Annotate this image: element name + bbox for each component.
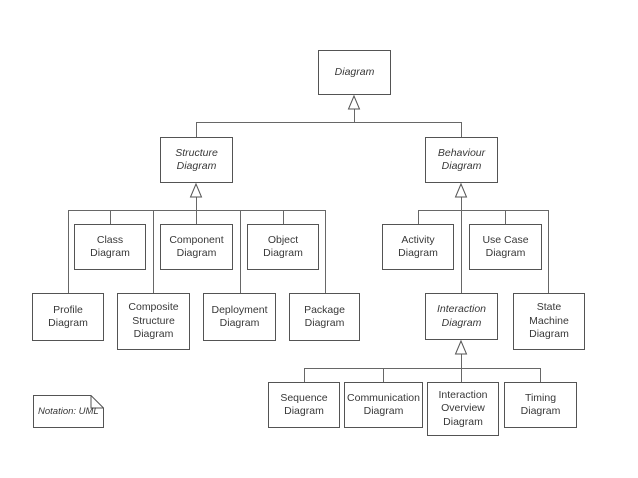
connector-line bbox=[461, 122, 462, 137]
notation-note[interactable]: Notation: UML bbox=[33, 395, 104, 428]
connector-line bbox=[283, 210, 284, 224]
connector-line bbox=[354, 109, 355, 122]
generalization-arrow-icon bbox=[189, 182, 203, 198]
connector-line bbox=[325, 210, 326, 293]
connector-line bbox=[461, 354, 462, 368]
connector-line bbox=[153, 210, 154, 293]
connector-line bbox=[110, 210, 111, 224]
node-interaction-overview-diagram[interactable]: Interaction Overview Diagram bbox=[427, 382, 499, 436]
connector-line bbox=[461, 210, 462, 293]
node-structure-diagram[interactable]: Structure Diagram bbox=[160, 137, 233, 183]
node-component-diagram[interactable]: Component Diagram bbox=[160, 224, 233, 270]
node-communication-diagram[interactable]: Communication Diagram bbox=[344, 382, 423, 428]
connector-line bbox=[196, 210, 197, 224]
node-deployment-diagram[interactable]: Deployment Diagram bbox=[203, 293, 276, 341]
node-timing-diagram[interactable]: Timing Diagram bbox=[504, 382, 577, 428]
connector-line bbox=[240, 210, 241, 293]
node-behaviour-diagram[interactable]: Behaviour Diagram bbox=[425, 137, 498, 183]
connector-line bbox=[383, 368, 384, 382]
node-use-case-diagram[interactable]: Use Case Diagram bbox=[469, 224, 542, 270]
node-state-machine-diagram[interactable]: State Machine Diagram bbox=[513, 293, 585, 350]
connector-line bbox=[418, 210, 419, 224]
node-object-diagram[interactable]: Object Diagram bbox=[247, 224, 319, 270]
connector-line bbox=[304, 368, 541, 369]
connector-line bbox=[461, 197, 462, 210]
connector-line bbox=[505, 210, 506, 224]
connector-line bbox=[68, 210, 69, 293]
node-composite-structure-diagram[interactable]: Composite Structure Diagram bbox=[117, 293, 190, 350]
node-interaction-diagram[interactable]: Interaction Diagram bbox=[425, 293, 498, 340]
note-fold-icon bbox=[33, 395, 104, 428]
connector-line bbox=[68, 210, 326, 211]
node-package-diagram[interactable]: Package Diagram bbox=[289, 293, 360, 341]
connector-line bbox=[196, 122, 462, 123]
node-class-diagram[interactable]: Class Diagram bbox=[74, 224, 146, 270]
node-diagram[interactable]: Diagram bbox=[318, 50, 391, 95]
node-sequence-diagram[interactable]: Sequence Diagram bbox=[268, 382, 340, 428]
connector-line bbox=[548, 210, 549, 293]
connector-line bbox=[304, 368, 305, 382]
connector-line bbox=[196, 197, 197, 210]
connector-line bbox=[540, 368, 541, 382]
generalization-arrow-icon bbox=[454, 339, 468, 355]
node-activity-diagram[interactable]: Activity Diagram bbox=[382, 224, 454, 270]
node-profile-diagram[interactable]: Profile Diagram bbox=[32, 293, 104, 341]
generalization-arrow-icon bbox=[454, 182, 468, 198]
connector-line bbox=[461, 368, 462, 382]
connector-line bbox=[196, 122, 197, 137]
connector-line bbox=[418, 210, 549, 211]
generalization-arrow-icon bbox=[347, 94, 361, 110]
notation-label: Notation: UML bbox=[38, 406, 99, 417]
